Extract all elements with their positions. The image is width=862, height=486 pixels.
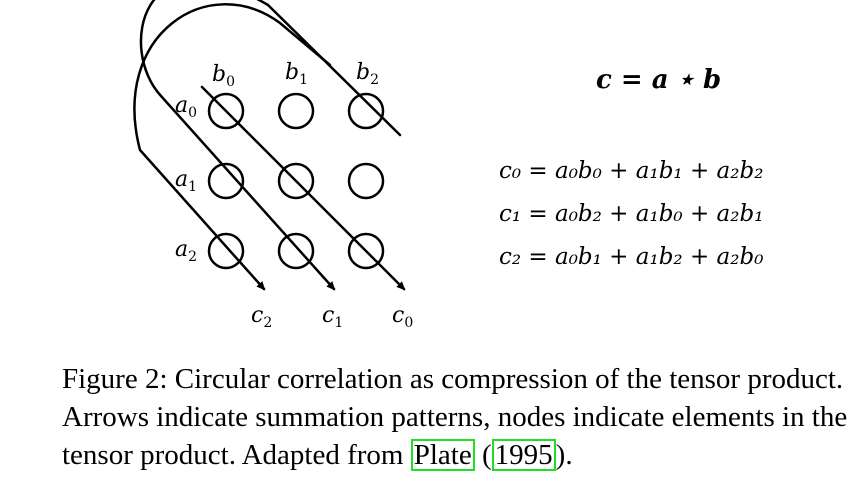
node-a1-b1 (277, 162, 315, 200)
caption-cite-open: ( (474, 439, 492, 471)
node-a1-b0 (207, 162, 245, 200)
node-a0-b1 (277, 92, 315, 130)
citation-year-link[interactable]: 1995 (491, 439, 556, 471)
node-a1-b2 (347, 162, 385, 200)
col-label-b2: b2 (356, 60, 379, 88)
equation-c0: c₀ = a₀b₀ + a₁b₁ + a₂b₂ (499, 158, 763, 184)
caption-cite-close: ). (555, 439, 573, 471)
out-label-c2: c2 (251, 303, 272, 331)
figure-caption: Figure 2: Circular correlation as compre… (62, 360, 852, 474)
citation-author-link[interactable]: Plate (410, 439, 475, 471)
summation-arrows (133, 0, 406, 291)
equation-c1: c₁ = a₀b₂ + a₁b₀ + a₂b₁ (499, 201, 763, 227)
row-label-a1: a1 (175, 167, 197, 195)
node-a2-b1 (277, 232, 315, 270)
arrow-c1 (139, 0, 402, 291)
col-label-b0: b0 (212, 62, 235, 90)
node-a2-b0 (207, 232, 245, 270)
col-label-b1: b1 (285, 60, 308, 88)
out-label-c0: c0 (392, 303, 413, 331)
main-equation: c = a ⋆ b (596, 65, 721, 95)
row-label-a0: a0 (175, 93, 197, 121)
arrow-c0 (200, 85, 406, 291)
node-a2-b2 (347, 232, 385, 270)
row-label-a2: a2 (175, 237, 197, 265)
tensor-product-nodes (207, 92, 385, 270)
caption-text: Figure 2: Circular correlation as compre… (62, 363, 848, 471)
equation-c2: c₂ = a₀b₁ + a₁b₂ + a₂b₀ (499, 244, 763, 270)
circular-correlation-figure: b0 b1 b2 a0 a1 a2 c2 c1 c0 c = a ⋆ b c₀ … (133, 0, 763, 331)
node-a0-b0 (207, 92, 245, 130)
node-a0-b2 (347, 92, 385, 130)
out-label-c1: c1 (322, 303, 343, 331)
arrow-c2 (133, 3, 332, 291)
